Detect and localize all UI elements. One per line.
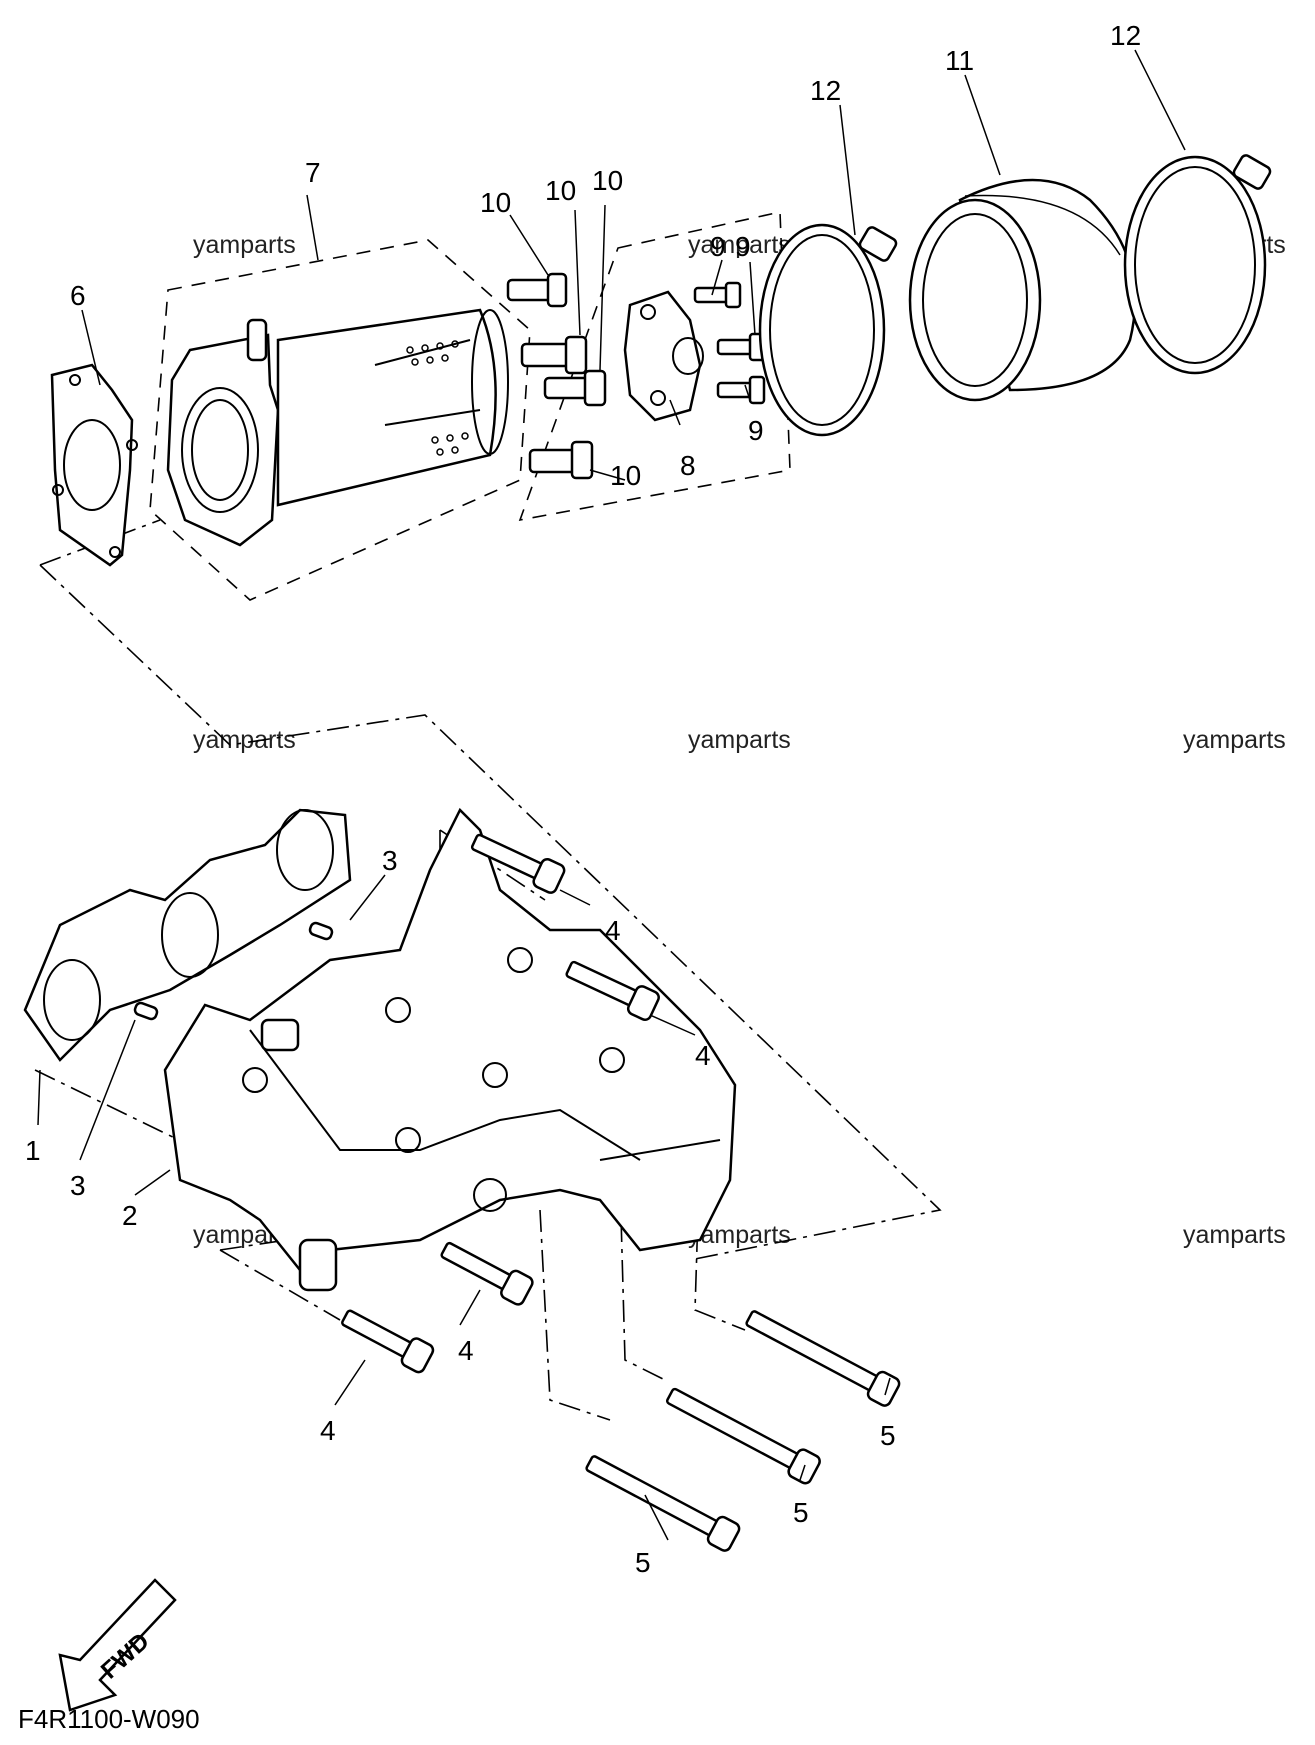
muffler-holes [406,340,469,456]
callout-4: 4 [605,915,621,946]
callout-11: 11 [945,45,974,76]
watermark: yamparts [193,231,296,259]
callout-10: 10 [480,187,511,218]
clamp-part-12-left [758,223,898,437]
bolt-5 [666,1387,821,1485]
callout-12: 12 [1110,20,1141,51]
callout-10: 10 [610,460,641,491]
coupler-part-8 [623,290,704,422]
callout-5: 5 [635,1547,651,1578]
callout-4: 4 [320,1415,336,1446]
assembly-7-frame [149,239,531,601]
screw-9 [693,281,742,309]
assembly-8-frame [518,211,791,522]
callout-numbers: 7 6 10 10 10 10 8 9 9 9 12 11 12 1 3 2 3… [25,20,1141,1578]
screw-9 [716,332,766,362]
bolt-10 [543,369,607,407]
bolt-4 [470,833,566,894]
bolts-part-4 [341,833,660,1374]
exhaust-gasket-part-6 [50,363,138,567]
callout-10: 10 [545,175,576,206]
screw-9 [716,375,766,405]
muffler-part-7 [166,308,509,547]
callout-9: 9 [748,415,764,446]
callout-8: 8 [680,450,696,481]
watermark: yamparts [688,726,791,754]
callout-1: 1 [25,1135,41,1166]
exhaust-manifold-part-2 [163,807,737,1292]
bolts-part-5 [585,1310,901,1552]
callout-6: 6 [70,280,86,311]
callout-10: 10 [592,165,623,196]
callout-3: 3 [70,1170,86,1201]
bolt-10 [506,272,568,308]
bolt-10 [528,440,594,480]
leader-lines [37,49,1186,1541]
watermark: yamparts [1183,726,1286,754]
bolt-5 [585,1455,741,1552]
alignment-line-lower [219,1237,341,1321]
callout-3: 3 [382,845,398,876]
bolt-4 [341,1309,435,1374]
bolt-4 [565,960,660,1021]
watermark: yamparts [688,231,791,259]
diagram-code: F4R1100-W090 [18,1704,200,1734]
alignment-line-bolt5a [539,1209,611,1421]
clamp-part-12-right [1123,154,1272,375]
bolt-10 [520,335,588,375]
callout-5: 5 [880,1420,896,1451]
assembly-frames [149,211,791,601]
alignment-line-main [39,519,942,1261]
watermarks: yamparts yamparts yamparts yamparts yamp… [193,231,1286,1249]
callout-7: 7 [305,157,321,188]
watermark: yamparts [1183,1221,1286,1249]
fwd-arrow: FWD [58,1578,177,1712]
manifold-gasket-part-1 [23,808,352,1062]
callout-4: 4 [458,1335,474,1366]
bolt-5 [745,1310,901,1407]
bolts-part-10 [506,272,607,480]
callout-9: 9 [710,231,726,262]
hose-part-11 [908,178,1137,402]
callout-9: 9 [735,231,751,262]
dowel-pins-part-3 [133,921,334,1021]
callout-12: 12 [810,75,841,106]
bolt-4 [440,1241,534,1306]
callout-2: 2 [122,1200,138,1231]
callout-5: 5 [793,1497,809,1528]
screws-part-9 [693,281,766,405]
callout-4: 4 [695,1040,711,1071]
alignment-line-bolt5b [619,1179,666,1381]
watermark: yamparts [193,726,296,754]
